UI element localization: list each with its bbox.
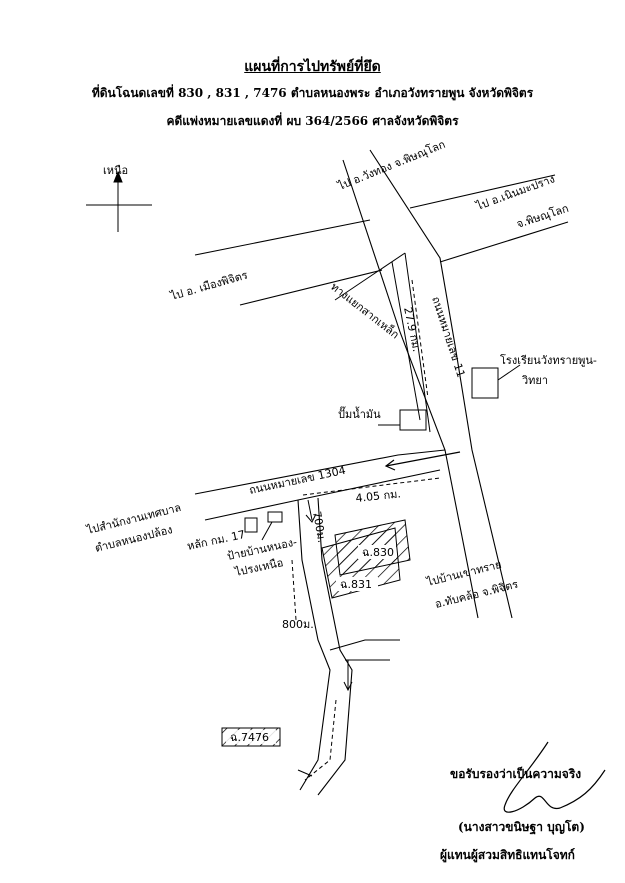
- signature-scribble: [503, 741, 606, 813]
- side-road: [297, 497, 400, 796]
- plot-831-label-bg: [336, 577, 378, 591]
- plot-7476-label-bg: [226, 730, 276, 744]
- label-dist-800: 800ม.: [282, 618, 314, 631]
- highway-11: [342, 149, 513, 619]
- label-to-wangthong: ไป อ.วังทอง จ.พิษณุโลก: [335, 137, 447, 193]
- signer-role: ผู้แทนผู้สวมสิทธิแทนโจทก์: [440, 848, 575, 862]
- down-arrow-icon: [305, 513, 317, 523]
- label-junction: ทางแยกสากเหล็ก: [328, 279, 402, 341]
- school-box: [471, 367, 499, 399]
- label-to-noenmaprang-1: ไป อ.เนินมะปราง: [474, 172, 557, 213]
- label-school-2: วิทยา: [521, 374, 548, 387]
- label-road-1304: ถนนหมายเลข 1304: [248, 464, 347, 497]
- north-arrow-icon: [86, 170, 152, 232]
- sign-box: [267, 511, 283, 523]
- label-to-noenmaprang-2: จ.พิษณุโลก: [515, 201, 571, 231]
- route-dashed-2: [302, 477, 441, 496]
- label-gas-station: ปั๊มน้ำมัน: [338, 406, 381, 421]
- sign-leader: [261, 521, 273, 541]
- km-marker-box: [244, 517, 258, 533]
- route-dashed-1: [411, 279, 429, 399]
- label-plot-830: ฉ.830: [362, 546, 394, 559]
- label-to-mueang: ไป อ. เมืองพิจิตร: [168, 268, 249, 303]
- cross-road: [194, 174, 569, 306]
- case-number: คดีแพ่งหมายเลขแดงที่ ผบ 364/2566 ศาลจังห…: [166, 114, 459, 128]
- label-dist-700: 700ม.: [310, 510, 328, 544]
- certify-text: ขอรับรองว่าเป็นความจริง: [450, 767, 582, 781]
- label-dist-4-05: 4.05 กม.: [355, 487, 402, 505]
- map-title: แผนที่การไปทรัพย์ที่ยึด: [244, 59, 381, 75]
- end-arrow: [297, 769, 313, 777]
- signer-name: (นางสาวขนิษฐา บุญโต): [458, 820, 585, 834]
- junction-road: [334, 252, 431, 433]
- map-subtitle: ที่ดินโฉนดเลขที่ 830 , 831 , 7476 ตำบลหน…: [91, 86, 534, 100]
- plot-830-label-bg: [358, 545, 396, 559]
- road-1304: [194, 449, 446, 521]
- label-plot-7476: ฉ.7476: [230, 731, 269, 744]
- gas-station-box: [399, 409, 427, 431]
- down-arrow-icon-2: [343, 681, 353, 692]
- route-dashed-3: [291, 559, 297, 621]
- school-leader: [497, 364, 521, 381]
- direction-arrow-icon: [384, 451, 461, 471]
- north-label: เหนือ: [103, 164, 128, 177]
- route-arrow-short: [307, 499, 313, 521]
- label-plot-831: ฉ.831: [340, 578, 372, 591]
- label-school-1: โรงเรียนวังทรายพูน-: [500, 353, 597, 367]
